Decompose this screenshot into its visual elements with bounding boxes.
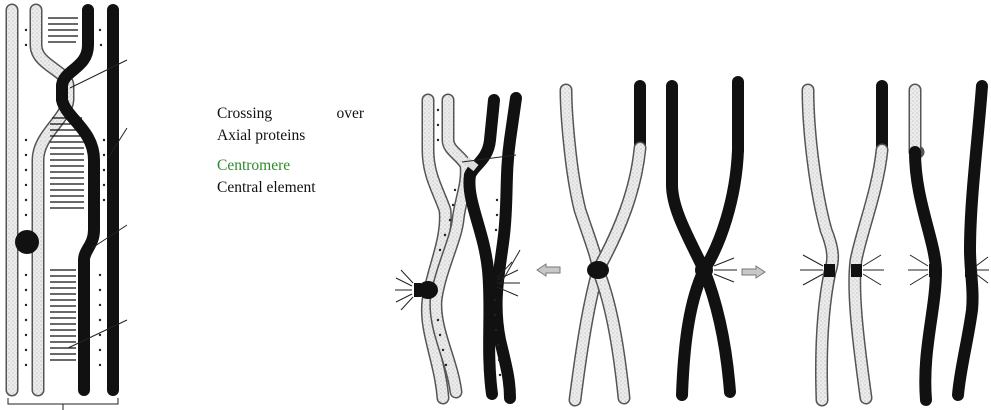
kinetochore-burst-icon <box>714 258 737 282</box>
centromere-icon <box>587 261 609 279</box>
separating-homologs-panel <box>395 98 520 398</box>
synaptonemal-complex-panel <box>8 10 127 410</box>
separated-homolog-dark <box>672 82 765 395</box>
pulling-arrow-icon <box>537 264 560 276</box>
kinetochore-burst-icon <box>800 255 884 285</box>
dark-chromatid-a <box>469 100 494 394</box>
centromere-icon <box>695 261 713 279</box>
pulling-arrow-icon <box>742 266 765 278</box>
label-crossing-over: Crossing over <box>217 103 364 125</box>
centromere-icon <box>15 230 39 254</box>
kinetochore-burst-icon <box>395 270 413 310</box>
label-central-element: Central element <box>217 177 367 199</box>
separated-homolog-light <box>537 86 640 400</box>
label-crossing-word: Crossing <box>217 103 272 125</box>
homolog-bracket <box>8 398 118 410</box>
label-over-word: over <box>336 103 364 125</box>
dark-chromatid-b <box>497 98 516 398</box>
right-inner-chromatid <box>62 10 94 390</box>
label-centromere: Centromere <box>217 155 367 177</box>
sister-chromatids-light <box>800 86 884 400</box>
sister-chromatids-dark <box>908 86 989 400</box>
label-axial-proteins: Axial proteins <box>217 125 367 147</box>
label-column: Crossing over Axial proteins Centromere … <box>217 103 367 199</box>
